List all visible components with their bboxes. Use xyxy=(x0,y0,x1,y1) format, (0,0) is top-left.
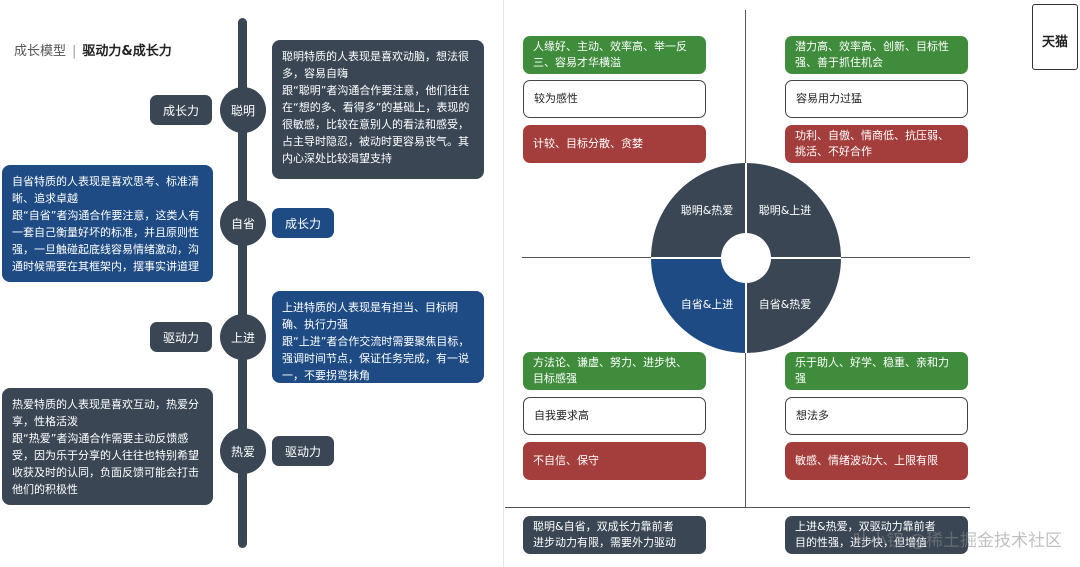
node-congming: 聪明 xyxy=(220,87,266,133)
ring-label-tr: 聪明&上进 xyxy=(759,203,812,217)
desc-shangjin: 上进特质的人表现是有担当、目标明确、执行力强 跟“上进”者合作交流时需要聚焦目标… xyxy=(272,291,484,383)
q-bottom-right-neutral: 想法多 xyxy=(785,397,968,435)
node-zixing: 自省 xyxy=(220,200,266,246)
footer-rule xyxy=(505,507,970,508)
page-header: 成长模型|驱动力&成长力 xyxy=(14,44,172,59)
q-top-left-neutral: 较为感性 xyxy=(523,80,706,118)
node-shangjin: 上进 xyxy=(220,314,266,360)
tag-drive-1: 驱动力 xyxy=(150,322,212,352)
q-top-right-neutral: 容易用力过猛 xyxy=(785,80,968,118)
q-top-right-strength: 潜力高、效率高、创新、目标性强、善于抓住机会 xyxy=(785,36,968,74)
desc-congming: 聪明特质的人表现是喜欢动脑，想法很多，容易自嗨 跟“聪明”者沟通合作要注意，他们… xyxy=(272,40,484,179)
ring-label-br: 自省&热爱 xyxy=(759,298,812,311)
tag-growth-1: 成长力 xyxy=(150,95,212,125)
quadrant-ring: 聪明&热爱 聪明&上进 自省&上进 自省&热爱 xyxy=(651,163,841,353)
q-top-right-weakness: 功利、自傲、情商低、抗压弱、挑活、不好合作 xyxy=(785,125,968,163)
timeline-spine xyxy=(238,18,247,548)
tmall-badge: 天猫 xyxy=(1032,4,1078,70)
footer-left-summary: 聪明&自省，双成长力靠前者 进步动力有限，需要外力驱动 xyxy=(523,516,706,554)
desc-reai: 热爱特质的人表现是喜欢互动，热爱分享，性格活泼 跟“热爱”者沟通合作需要主动反馈… xyxy=(2,388,213,505)
q-bottom-left-neutral: 自我要求高 xyxy=(523,397,706,435)
tag-drive-2: 驱动力 xyxy=(272,436,334,466)
ring-segment-top-left xyxy=(651,163,746,258)
page-title: 驱动力&成长力 xyxy=(82,44,172,59)
watermark: 叶小钗 @稀土掘金技术社区 xyxy=(852,531,1062,551)
ring-label-tl: 聪明&热爱 xyxy=(681,203,734,217)
ring-segment-bottom-left xyxy=(651,258,746,353)
ring-segment-bottom-right xyxy=(746,258,841,353)
q-top-left-weakness: 计较、目标分散、贪婪 xyxy=(523,125,706,163)
node-reai: 热爱 xyxy=(220,428,266,474)
q-bottom-right-weakness: 敏感、情绪波动大、上限有限 xyxy=(785,442,968,480)
panel-divider xyxy=(503,0,504,567)
ring-segment-top-right xyxy=(746,163,841,258)
tag-growth-2: 成长力 xyxy=(272,208,334,238)
q-top-left-strength: 人缘好、主动、效率高、举一反三、容易才华横溢 xyxy=(523,36,706,74)
section-label: 成长模型 xyxy=(14,44,67,59)
desc-zixing: 自省特质的人表现是喜欢思考、标准清晰、追求卓越 跟“自省”者沟通合作要注意，这类… xyxy=(2,165,213,282)
q-bottom-right-strength: 乐于助人、好学、稳重、亲和力强 xyxy=(785,352,968,390)
q-bottom-left-strength: 方法论、谦虚、努力、进步快、目标感强 xyxy=(523,352,706,390)
footer-right-summary: 上进&热爱，双驱动力靠前者 目的性强，进步快，但增值 xyxy=(785,516,968,554)
q-bottom-left-weakness: 不自信、保守 xyxy=(523,442,706,480)
ring-label-bl: 自省&上进 xyxy=(681,298,734,311)
